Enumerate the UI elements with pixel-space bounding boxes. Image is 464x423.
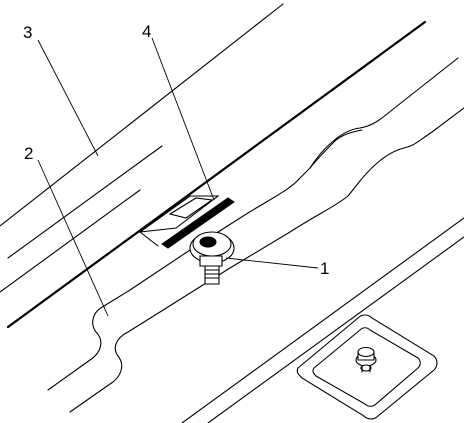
retainer-clip-4: [137, 195, 235, 249]
callout-1: 1: [320, 259, 329, 278]
moulding-strip-2: [47, 57, 464, 413]
lower-panel-edges: [181, 217, 464, 423]
callout-4: 4: [142, 22, 151, 41]
recessed-bracket: [296, 314, 438, 420]
callout-2: 2: [24, 144, 33, 163]
callout-labels: 1 2 3 4: [23, 22, 329, 278]
seam-edge: [0, 20, 427, 329]
callout-3: 3: [23, 23, 32, 42]
leader-lines: [37, 37, 319, 317]
panel-3-edges: [0, 3, 284, 259]
stud-nut-1: [189, 231, 235, 285]
